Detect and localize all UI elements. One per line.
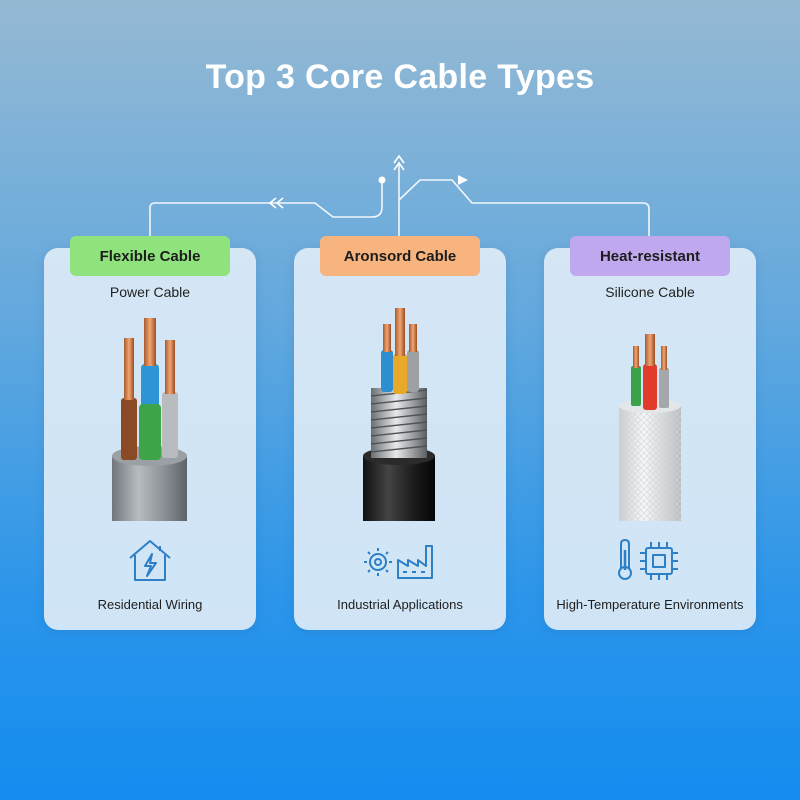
card-subtitle: Silicone Cable — [605, 284, 695, 300]
card-tag: Heat-resistant — [570, 236, 730, 276]
house-lightning-icon — [129, 540, 171, 581]
silicone-cable-image — [619, 334, 681, 521]
card-armoured-cable: Aronsord Cable — [294, 236, 506, 630]
card-tag: Flexible Cable — [70, 236, 230, 276]
card-flexible-cable: Flexible Cable Power Cable — [44, 236, 256, 630]
card-subtitle: Power Cable — [109, 284, 191, 300]
armoured-cable-image — [363, 308, 435, 521]
page-title: Top 3 Core Cable Types — [205, 58, 595, 96]
thermometer-chip-icon — [618, 539, 678, 580]
card-heat-resistant-cable: Heat-resistant Silicone Cable — [544, 236, 756, 630]
gear-factory-icon — [364, 545, 433, 579]
card-tag: Aronsord Cable — [320, 236, 480, 276]
application-label: High-Temperature Environments — [556, 597, 744, 612]
flexible-cable-image — [112, 318, 187, 521]
application-label: Industrial Applications — [337, 597, 463, 612]
application-label: Residential Wiring — [97, 597, 203, 612]
